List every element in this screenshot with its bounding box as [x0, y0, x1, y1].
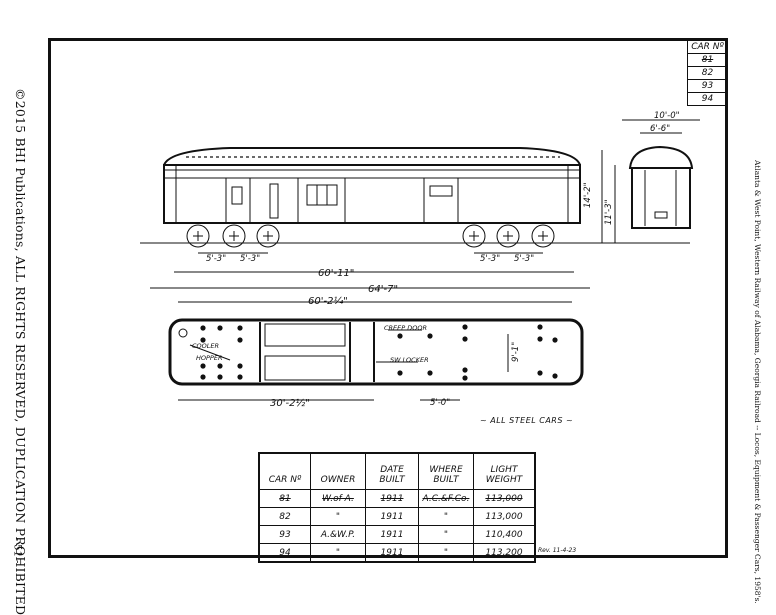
car-data-table: CAR Nº OWNER DATE BUILT WHERE BUILT LIGH…: [258, 452, 536, 563]
cell: 113,200: [473, 543, 536, 563]
cell: ": [310, 507, 366, 526]
dim-length-60-11: 60'-11": [318, 268, 354, 279]
car-box-number: 82: [688, 67, 727, 80]
dim-truck-4: 5'-3": [514, 254, 534, 264]
col-date-built: DATE BUILT: [365, 452, 419, 490]
dim-truck-3: 5'-3": [480, 254, 500, 264]
dim-door-5: 5'-0": [430, 398, 450, 408]
cell: 1911: [365, 525, 419, 544]
revision-signature: Rev. 11-4-23: [538, 547, 577, 554]
cell: 94: [258, 543, 311, 563]
cell: ": [418, 525, 474, 544]
seat-dots: [200, 324, 558, 381]
cell: ": [310, 543, 366, 563]
car-box-number: 93: [688, 80, 727, 93]
floor-plan: [168, 301, 584, 401]
col-car-no: CAR Nº: [258, 452, 311, 490]
car-box-number: 94: [701, 94, 714, 104]
cell: 82: [258, 507, 311, 526]
cell: 1911: [365, 507, 419, 526]
cell: 110,400: [473, 525, 536, 544]
table-row: 82 " 1911 " 113,000: [258, 507, 536, 526]
car-box-struck: 81: [688, 54, 727, 67]
dim-plan-30: 30'-2½": [270, 397, 310, 409]
dim-truck-1: 5'-3": [206, 254, 226, 264]
dim-width-inner: 6'-6": [650, 124, 670, 134]
table-header-row: CAR Nº OWNER DATE BUILT WHERE BUILT LIGH…: [258, 452, 536, 490]
col-owner: OWNER: [310, 452, 366, 490]
table-row: 94 " 1911 " 113,200: [258, 543, 536, 563]
cell: A.&W.P.: [310, 525, 366, 544]
label-hopper: HOPPER: [196, 354, 222, 362]
dim-height-body: 11'-3": [604, 199, 614, 225]
cell: ": [418, 507, 474, 526]
cell: 81: [258, 489, 311, 508]
dim-length-64-7: 64'-7": [368, 284, 398, 295]
dim-length-plan: 60'-2¼": [308, 295, 348, 307]
dim-width-overall: 10'-0": [654, 111, 680, 121]
cell: 93: [258, 525, 311, 544]
label-cooler: COOLER: [192, 342, 219, 350]
dim-height-total: 14'-2": [583, 182, 593, 208]
cell: W.of A.: [310, 489, 366, 508]
cell: ": [418, 543, 474, 563]
dim-truck-2: 5'-3": [240, 254, 260, 264]
cell: 113,000: [473, 489, 536, 508]
car-number-box: CAR Nº 81 82 93 94: [687, 40, 728, 106]
cell: 1911: [365, 489, 419, 508]
cell: 1911: [365, 543, 419, 563]
car-box-header: CAR Nº: [688, 41, 727, 54]
cell: 113,000: [473, 507, 536, 526]
car-drawing: 10'-0" 6'-6" 14'-2" 11'-3" 5'-3" 5'-3" 5…: [140, 111, 700, 409]
end-elevation: [601, 119, 700, 243]
label-creep-door: CREEP DOOR: [384, 324, 427, 332]
col-light-weight: LIGHT WEIGHT: [473, 452, 536, 490]
label-sw-locker: SW LOCKER: [390, 356, 429, 364]
dim-width-plan: 9'-1": [511, 342, 521, 362]
steel-cars-note: ~ ALL STEEL CARS ~: [480, 416, 574, 425]
truck-wheels: [186, 224, 555, 248]
table-row: 93 A.&W.P. 1911 " 110,400: [258, 525, 536, 544]
col-where-built: WHERE BUILT: [418, 452, 474, 490]
side-elevation: [150, 147, 590, 289]
table-row: 81 W.of A. 1911 A.C.&F.Co. 113,000: [258, 489, 536, 508]
cell: A.C.&F.Co.: [418, 489, 474, 508]
